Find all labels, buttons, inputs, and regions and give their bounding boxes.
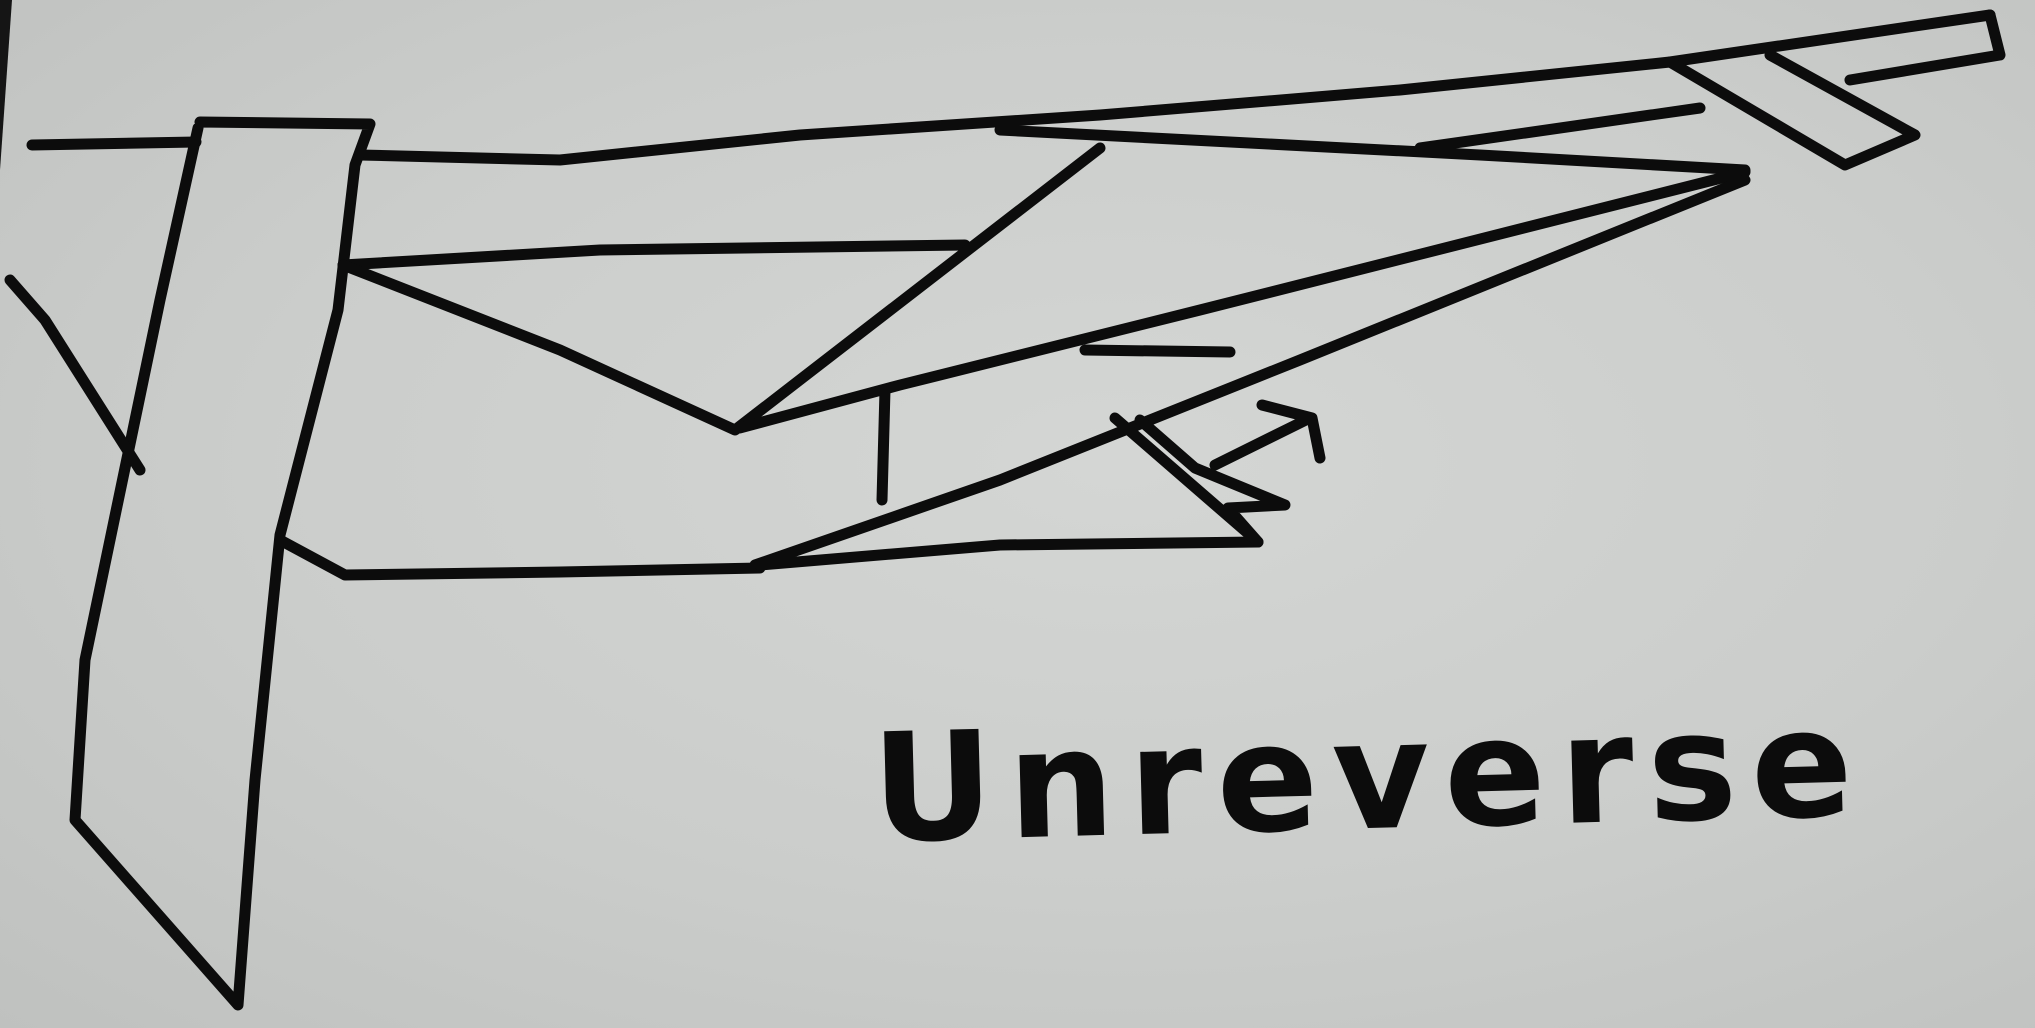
nacelle-bottom-line bbox=[280, 540, 760, 575]
tail-flap-upper bbox=[1420, 108, 1700, 148]
top-skin-line bbox=[32, 142, 196, 145]
vertical-tick bbox=[882, 390, 885, 500]
upper-cowl-line bbox=[343, 245, 965, 265]
sketch-caption: Unreverse bbox=[870, 689, 1868, 865]
nacelle-bottom-right bbox=[760, 542, 1258, 565]
nacelle-upper-edge bbox=[1000, 130, 1745, 170]
blocker-door bbox=[1115, 418, 1285, 542]
mid-connector bbox=[1085, 350, 1230, 352]
nacelle-mid-line bbox=[740, 172, 1745, 428]
motion-arrow-shaft bbox=[1215, 418, 1310, 465]
left-diagonal-line bbox=[10, 280, 140, 470]
cowl-inner-vee bbox=[343, 148, 1100, 430]
